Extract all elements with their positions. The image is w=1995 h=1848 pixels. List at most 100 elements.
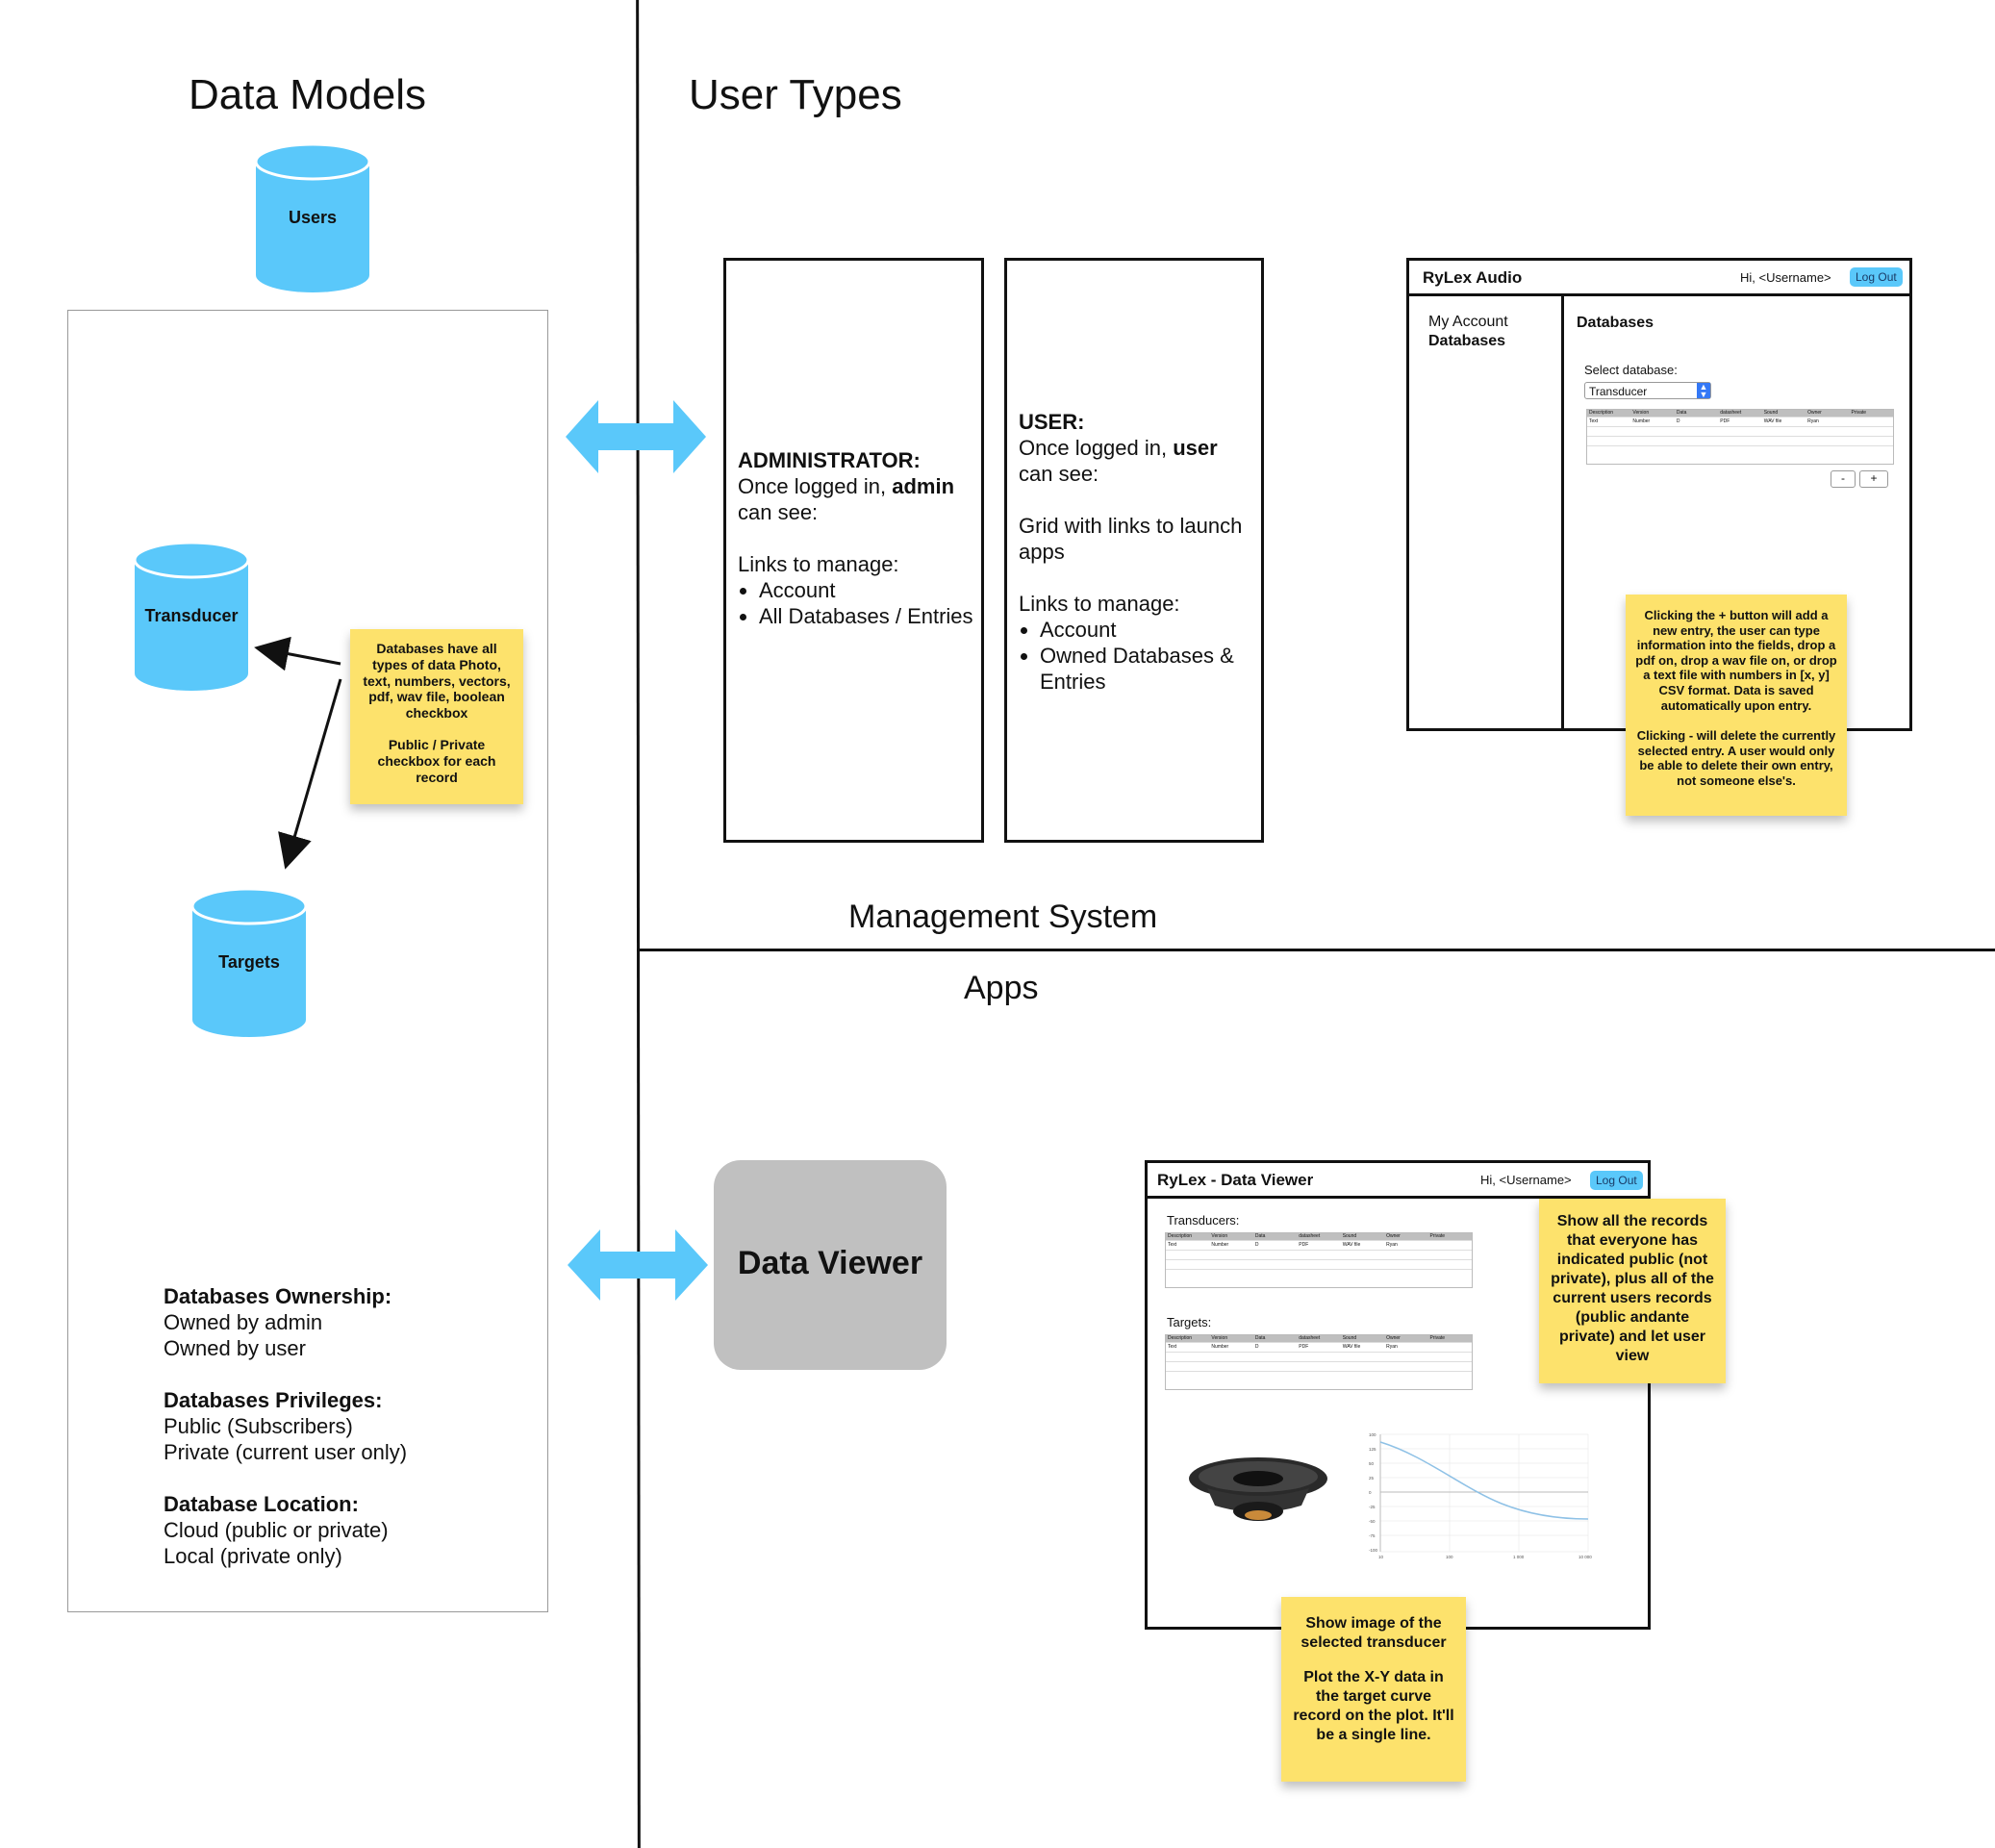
privileges-line: Private (current user only) — [164, 1440, 408, 1464]
nav-item-my-account[interactable]: My Account — [1428, 314, 1508, 330]
table-cell: Number — [1211, 1242, 1229, 1248]
table-row[interactable] — [1166, 1259, 1472, 1269]
private-checkbox[interactable] — [1850, 418, 1893, 426]
table-cell: Ryan — [1386, 1242, 1398, 1248]
transducers-table: Description Version Data datasheet Sound… — [1165, 1232, 1473, 1288]
logout-button[interactable]: Log Out — [1590, 1171, 1643, 1190]
y-tick-label: 125 — [1369, 1447, 1376, 1452]
table-cell: PDF — [1299, 1344, 1309, 1350]
user-line: Once logged in, user — [1019, 435, 1261, 461]
user-panel: USER: Once logged in, user can see: Grid… — [1004, 258, 1264, 843]
y-tick-label: 50 — [1369, 1461, 1375, 1466]
y-tick-label: 0 — [1369, 1490, 1372, 1495]
note-text: Clicking the + button will add a new ent… — [1635, 608, 1837, 713]
users-database-icon: Users — [254, 142, 371, 294]
y-tick-label: -100 — [1369, 1548, 1378, 1553]
table-cell: Text — [1168, 1242, 1177, 1248]
greeting: Hi, <Username> — [1740, 270, 1831, 285]
table-cell: WAV file — [1342, 1242, 1361, 1248]
table-row[interactable] — [1587, 445, 1893, 455]
note-text: Databases have all types of data Photo, … — [363, 641, 511, 721]
targets-label: Targets: — [1167, 1315, 1212, 1329]
add-entry-button[interactable]: + — [1859, 470, 1888, 488]
targets-table: Description Version Data datasheet Sound… — [1165, 1334, 1473, 1390]
targets-database-label: Targets — [218, 952, 280, 972]
column-header: Data — [1676, 410, 1687, 416]
data-models-box — [67, 310, 548, 1612]
table-row[interactable] — [1166, 1250, 1472, 1259]
table-cell: Text — [1168, 1344, 1177, 1350]
column-header: Version — [1211, 1233, 1228, 1239]
data-viewer-app-label: Data Viewer — [737, 1245, 923, 1281]
management-system-heading: Management System — [848, 899, 1158, 935]
data-viewer-mockup-header: RyLex - Data Viewer Hi, <Username> Log O… — [1148, 1163, 1648, 1199]
administrator-description: ADMINISTRATOR: Once logged in, admin can… — [738, 447, 980, 629]
brand-title: RyLex Audio — [1423, 268, 1523, 287]
remove-entry-button[interactable]: - — [1831, 470, 1856, 488]
user-line-text: Once logged in, — [1019, 436, 1174, 460]
private-checkbox[interactable] — [1428, 1241, 1472, 1250]
column-header: Data — [1254, 1233, 1266, 1239]
column-header: Owner — [1386, 1335, 1401, 1341]
administrator-panel: ADMINISTRATOR: Once logged in, admin can… — [723, 258, 984, 843]
table-cell: Text — [1589, 418, 1599, 424]
administrator-links-list: Account All Databases / Entries — [738, 577, 980, 629]
management-mockup-header: RyLex Audio Hi, <Username> Log Out — [1409, 261, 1909, 296]
y-tick-label: 100 — [1369, 1432, 1376, 1437]
table-cell: WAV file — [1763, 418, 1782, 424]
table-row[interactable] — [1166, 1371, 1472, 1380]
targets-database-icon: Targets — [190, 887, 308, 1039]
user-types-heading: User Types — [689, 71, 902, 118]
private-checkbox[interactable] — [1428, 1343, 1472, 1352]
note-text: Clicking - will delete the currently sel… — [1636, 728, 1836, 788]
administrator-line-text: Once logged in, — [738, 474, 893, 498]
transducer-image — [1189, 1457, 1327, 1521]
table-cell: D — [1676, 418, 1680, 424]
user-title: USER: — [1019, 410, 1085, 434]
user-line-bold: user — [1173, 436, 1218, 460]
column-header: Private — [1851, 410, 1867, 416]
table-cell: D — [1254, 1242, 1259, 1248]
column-header: Description — [1168, 1233, 1193, 1239]
user-line: can see: — [1019, 462, 1099, 486]
nav-item-databases[interactable]: Databases — [1428, 333, 1506, 349]
table-row[interactable] — [1587, 436, 1893, 445]
column-header: Sound — [1342, 1335, 1357, 1341]
column-header: Sound — [1342, 1233, 1357, 1239]
administrator-links-heading: Links to manage: — [738, 552, 899, 576]
user-links-list: Account Owned Databases & Entries — [1019, 617, 1261, 695]
select-label: Select database: — [1584, 363, 1678, 377]
ownership-heading: Databases Ownership: — [164, 1284, 392, 1308]
database-table: Description Version Data datasheet Sound… — [1586, 409, 1894, 465]
table-header: Description Version Data datasheet Sound… — [1166, 1335, 1472, 1342]
table-row[interactable]: Text Number D PDF WAV file Ryan — [1166, 1240, 1472, 1250]
table-header: Description Version Data datasheet Sound… — [1587, 410, 1893, 417]
table-row[interactable] — [1166, 1352, 1472, 1361]
table-row[interactable] — [1166, 1269, 1472, 1278]
data-viewer-app-tile[interactable]: Data Viewer — [714, 1160, 947, 1370]
column-header: datasheet — [1720, 410, 1742, 416]
column-header: Version — [1211, 1335, 1228, 1341]
table-row[interactable] — [1587, 426, 1893, 436]
table-cell: Number — [1632, 418, 1651, 424]
ownership-info: Databases Ownership: Owned by admin Owne… — [164, 1283, 529, 1569]
location-heading: Database Location: — [164, 1492, 359, 1516]
logout-button[interactable]: Log Out — [1850, 267, 1903, 287]
y-tick-label: -50 — [1369, 1519, 1376, 1524]
table-row[interactable]: Text Number D PDF WAV file Ryan — [1587, 417, 1893, 426]
column-header: Owner — [1386, 1233, 1401, 1239]
user-description: USER: Once logged in, user can see: Grid… — [1019, 409, 1261, 695]
data-models-heading: Data Models — [189, 71, 427, 118]
column-header: Description — [1168, 1335, 1193, 1341]
frequency-response-plot: 100 125 50 25 0 -25 -50 -75 -100 10 100 … — [1369, 1432, 1592, 1559]
horizontal-divider — [637, 949, 1995, 951]
table-row[interactable] — [1166, 1361, 1472, 1371]
ownership-line: Owned by user — [164, 1336, 306, 1360]
users-database-label: Users — [288, 208, 338, 227]
transducer-database-icon: Transducer — [133, 541, 250, 693]
greeting: Hi, <Username> — [1480, 1173, 1572, 1187]
table-row[interactable]: Text Number D PDF WAV file Ryan — [1166, 1342, 1472, 1352]
database-select[interactable]: Transducer ▲▼ — [1584, 382, 1711, 399]
column-header: datasheet — [1299, 1335, 1321, 1341]
